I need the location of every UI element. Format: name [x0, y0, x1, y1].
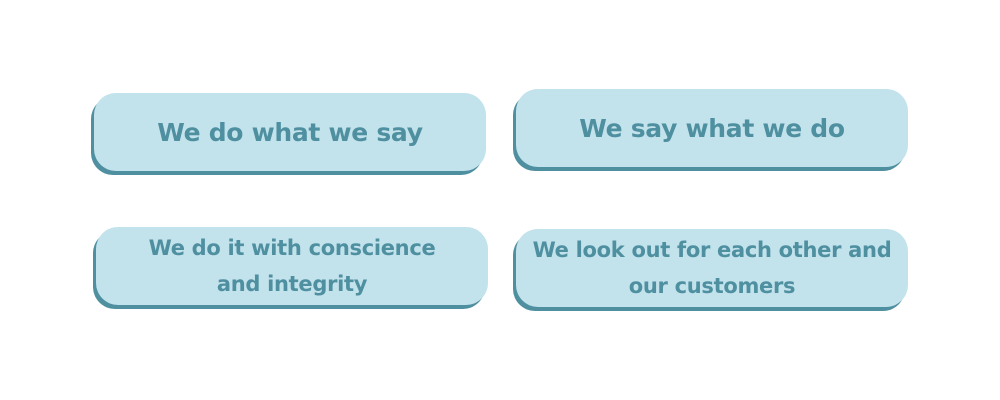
- value-card-say-what-we-do: We say what we do: [516, 89, 908, 167]
- value-card-look-out-for-each-other: We look out for each other and our custo…: [516, 229, 908, 307]
- value-card-label: We do it with conscience and integrity: [148, 236, 436, 296]
- value-card-conscience-integrity: We do it with conscience and integrity: [96, 227, 488, 305]
- value-card-do-what-we-say: We do what we say: [94, 93, 486, 171]
- value-card-label: We say what we do: [579, 113, 845, 143]
- value-card-label: We look out for each other and our custo…: [532, 238, 892, 298]
- value-card-label: We do what we say: [157, 117, 423, 147]
